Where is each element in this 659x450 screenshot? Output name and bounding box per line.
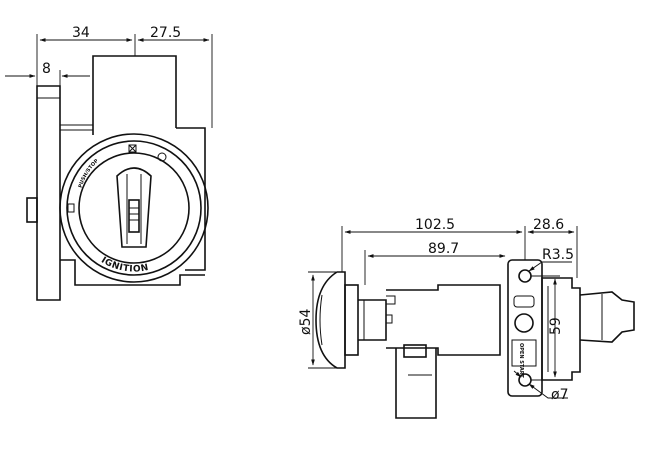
knob-label: IGNITION	[99, 256, 149, 275]
knob-ring	[66, 140, 202, 276]
flange-plate	[507, 259, 543, 397]
knob-outer-ring	[59, 133, 209, 283]
dim-body-length: 89.7	[428, 241, 459, 257]
top-housing	[92, 55, 177, 135]
flange-slot	[513, 295, 535, 308]
mounting-plate	[36, 85, 61, 301]
flange-hole-top	[518, 269, 532, 283]
knob-grip	[116, 167, 152, 248]
side-body	[386, 284, 501, 356]
flange-button	[514, 313, 534, 333]
dim-flange-width: 28.6	[533, 217, 564, 233]
ring-symbol-lamp	[67, 203, 75, 213]
rear-plug	[579, 291, 635, 343]
ring-mark-left: PUSH/STOP	[78, 158, 100, 189]
knob-inner-ring	[78, 152, 190, 264]
flange-label-plate	[511, 339, 537, 367]
dim-overall-length: 102.5	[415, 217, 455, 233]
side-knob-flange	[344, 284, 359, 356]
dim-top-right: 27.5	[150, 25, 181, 41]
ring-symbol-square	[128, 144, 137, 153]
knob-slot	[128, 199, 140, 233]
side-view: OPEN START 102.5 28.6 89.7 R3.5 ø54 59	[298, 217, 635, 419]
dim-top-left: 34	[72, 25, 90, 41]
ring-symbol-circle	[157, 152, 167, 162]
side-knob	[315, 271, 346, 369]
lower-bracket	[60, 259, 205, 286]
left-stub	[26, 197, 38, 223]
dim-hole-spacing: 59	[548, 317, 564, 335]
dim-knob-diameter: ø54	[298, 309, 314, 335]
dim-left-offset: 8	[42, 61, 51, 77]
front-view: PUSH/STOP IGNITION 34 27.5 8	[5, 25, 213, 301]
dim-corner-radius: R3.5	[542, 247, 574, 263]
right-housing	[176, 127, 206, 271]
dim-hole-diameter: ø7	[551, 387, 568, 403]
plate-text: OPEN START	[518, 343, 524, 378]
side-connector	[395, 348, 437, 419]
